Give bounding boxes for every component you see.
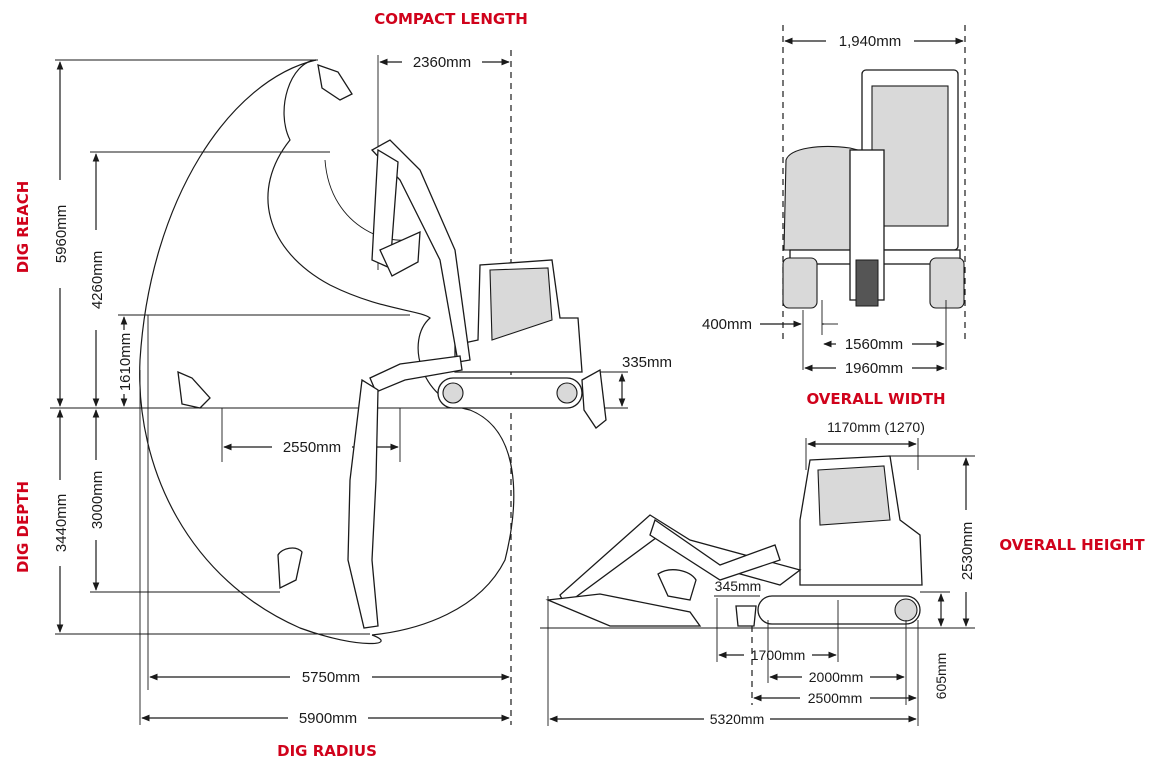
front-cab-window [871, 85, 949, 227]
side-arm-lowered [347, 378, 379, 629]
bucket-dump-position [177, 370, 211, 409]
label-reach-5960: 5960mm [53, 205, 70, 263]
transport-view: 1170mm (1270) 2530mm 345mm 1700mm [540, 419, 976, 727]
side-boom-raised [370, 139, 471, 363]
side-dozer-blade [581, 368, 607, 429]
side-view: 2360mm 5960mm 4260mm 1610mm 3440mm 3000m… [50, 50, 672, 727]
bucket-top-position [317, 64, 353, 101]
transport-arm [649, 518, 781, 581]
dig-envelope-inner [267, 59, 515, 636]
front-track-right [929, 257, 965, 309]
label-compact-length: 2360mm [413, 54, 471, 71]
transport-bucket [657, 569, 697, 601]
transport-bucket-arm [545, 593, 702, 627]
front-engine-cover [783, 145, 859, 251]
heading-dig-radius: DIG RADIUS [277, 742, 377, 760]
label-depth-3000: 3000mm [89, 471, 106, 529]
label-height-2530: 2530mm [959, 522, 976, 580]
side-idler [442, 382, 464, 404]
label-radius-5900: 5900mm [299, 710, 357, 727]
label-depth-3440: 3440mm [53, 494, 70, 552]
side-sprocket [556, 382, 578, 404]
transport-cab-window [817, 465, 891, 526]
front-bucket [855, 259, 879, 307]
label-width-1560: 1560mm [845, 336, 903, 353]
label-height-605: 605mm [933, 653, 949, 700]
label-blade-335: 335mm [622, 354, 672, 371]
label-radius-5750: 5750mm [302, 669, 360, 686]
label-length-2500: 2500mm [808, 690, 862, 706]
side-bucket-raised [379, 230, 421, 277]
label-tail-1170: 1170mm (1270) [827, 419, 925, 435]
transport-sprocket [894, 598, 918, 622]
bucket-depth-position [277, 547, 303, 590]
label-track-400: 400mm [702, 316, 752, 333]
label-reach-4260: 4260mm [89, 251, 106, 309]
heading-compact-length: COMPACT LENGTH [374, 10, 528, 28]
side-cab-window [489, 267, 553, 341]
side-track [437, 377, 583, 409]
label-width-1960: 1960mm [845, 360, 903, 377]
label-dump-2550: 2550mm [283, 439, 341, 456]
transport-track [757, 595, 921, 625]
transport-blade [735, 605, 757, 627]
front-view: 1,940mm 400mm 1560mm 1960mm [702, 25, 966, 377]
heading-dig-reach: DIG REACH [14, 181, 32, 274]
label-width-1940: 1,940mm [839, 33, 902, 50]
front-track-left [782, 257, 818, 309]
headings: COMPACT LENGTH DIG REACH DIG DEPTH DIG R… [14, 10, 1145, 760]
dig-envelope-outer [139, 59, 382, 645]
heading-overall-width: OVERALL WIDTH [806, 390, 945, 408]
label-length-5320: 5320mm [710, 711, 764, 727]
label-length-2000: 2000mm [809, 669, 863, 685]
label-reach-1610: 1610mm [117, 333, 134, 391]
heading-overall-height: OVERALL HEIGHT [999, 536, 1145, 554]
heading-dig-depth: DIG DEPTH [14, 481, 32, 573]
label-length-1700: 1700mm [751, 647, 805, 663]
label-clearance-345: 345mm [715, 578, 762, 594]
